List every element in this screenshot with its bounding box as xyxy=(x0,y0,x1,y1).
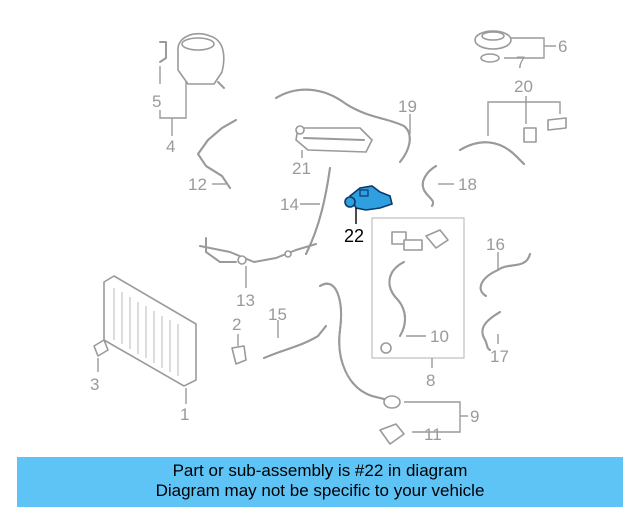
callout-9: 9 xyxy=(470,407,479,426)
callout-22: 22 xyxy=(344,226,364,246)
hose-16[interactable] xyxy=(479,253,531,297)
callout-17: 17 xyxy=(490,347,509,366)
hose-assembly-8[interactable] xyxy=(380,229,449,354)
callout-12: 12 xyxy=(188,175,207,194)
bracket-13[interactable] xyxy=(199,237,317,265)
hose-19[interactable] xyxy=(275,88,411,163)
hose-15[interactable] xyxy=(263,325,327,359)
callout-4: 4 xyxy=(166,137,175,156)
callout-8: 8 xyxy=(426,371,435,390)
callout-18: 18 xyxy=(458,175,477,194)
callout-7: 7 xyxy=(516,53,525,72)
hose-14[interactable] xyxy=(305,167,331,255)
callout-16: 16 xyxy=(486,235,505,254)
banner-line-2: Diagram may not be specific to your vehi… xyxy=(155,481,485,500)
expansion-tank[interactable] xyxy=(159,32,225,89)
banner-line-1: Part or sub-assembly is #22 in diagram xyxy=(172,461,468,480)
hose-12[interactable] xyxy=(197,119,237,189)
reservoir-cap[interactable] xyxy=(474,30,512,63)
radiator[interactable] xyxy=(103,275,197,387)
lower-hose-9[interactable] xyxy=(319,282,405,445)
callout-21: 21 xyxy=(292,159,311,178)
hose-17[interactable] xyxy=(481,311,501,351)
hose-20[interactable] xyxy=(459,117,567,165)
hose-18[interactable] xyxy=(421,165,437,207)
callout-14: 14 xyxy=(280,195,299,214)
callout-15: 15 xyxy=(268,305,287,324)
coolant-flange-22[interactable] xyxy=(344,185,393,211)
bracket-2[interactable] xyxy=(231,345,247,365)
callout-20: 20 xyxy=(514,77,533,96)
pipe-assembly-21[interactable] xyxy=(295,125,373,153)
callout-6: 6 xyxy=(558,37,567,56)
bracket-3[interactable] xyxy=(93,339,109,357)
callout-19: 19 xyxy=(398,97,417,116)
sub-assembly-box xyxy=(371,217,465,359)
callout-5: 5 xyxy=(152,92,161,111)
callout-11: 11 xyxy=(424,425,442,444)
callout-1: 1 xyxy=(180,405,189,424)
callout-3: 3 xyxy=(90,375,99,394)
parts-diagram: 5 4 6 7 12 19 21 20 xyxy=(90,30,567,445)
callout-2: 2 xyxy=(232,315,241,334)
info-banner: Part or sub-assembly is #22 in diagram D… xyxy=(17,457,623,507)
callout-10: 10 xyxy=(430,327,449,346)
callout-13: 13 xyxy=(236,291,255,310)
